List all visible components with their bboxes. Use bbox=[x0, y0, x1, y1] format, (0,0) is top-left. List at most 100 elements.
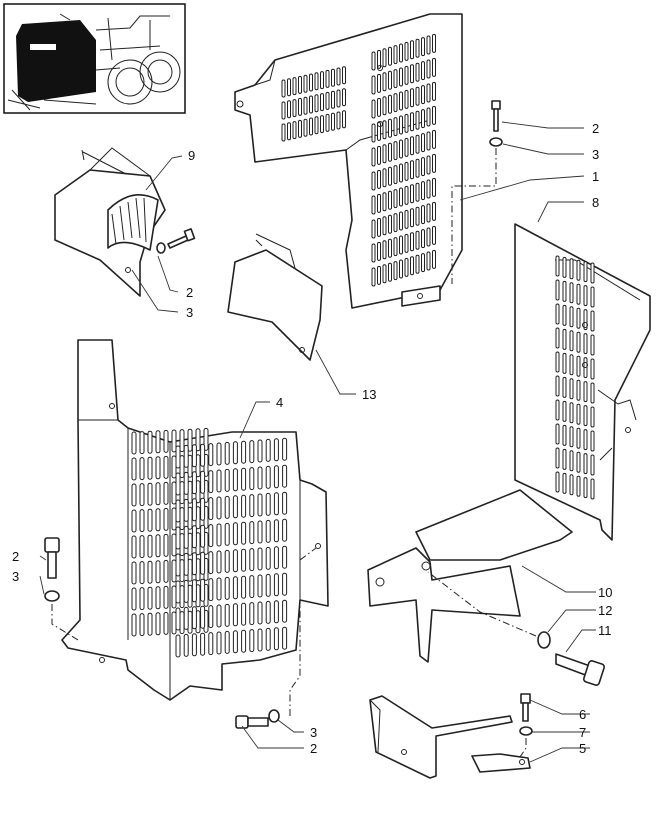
vent-slot bbox=[171, 559, 177, 583]
vent-slot bbox=[171, 585, 177, 609]
vent-slot bbox=[257, 574, 263, 598]
vent-slot bbox=[426, 227, 431, 247]
vent-slot bbox=[216, 496, 222, 520]
vent-slot bbox=[576, 475, 581, 497]
vent-slot bbox=[421, 133, 425, 153]
vent-slot bbox=[342, 66, 346, 85]
vent-slot bbox=[576, 379, 581, 401]
vent-slot bbox=[147, 456, 153, 480]
vent-slot bbox=[404, 185, 409, 205]
vent-slot bbox=[432, 153, 436, 173]
vent-slot bbox=[200, 605, 206, 629]
bolt-washer-near-part-9 bbox=[156, 228, 196, 254]
vent-slot bbox=[232, 495, 238, 519]
vent-slot bbox=[241, 494, 247, 518]
vent-slot bbox=[388, 166, 392, 186]
vent-slot bbox=[208, 551, 214, 575]
vent-slot bbox=[432, 249, 436, 269]
vent-slot bbox=[241, 467, 247, 491]
vent-slot bbox=[336, 89, 341, 108]
vent-slot bbox=[282, 518, 288, 542]
vent-slot bbox=[249, 575, 255, 599]
vent-slot bbox=[583, 477, 588, 499]
vent-slot bbox=[155, 430, 161, 454]
vent-slot bbox=[171, 481, 177, 505]
vent-slot bbox=[183, 552, 189, 576]
vent-slot bbox=[298, 119, 302, 138]
vent-slot bbox=[371, 147, 376, 167]
vent-slot bbox=[382, 216, 387, 236]
vent-slot bbox=[562, 256, 567, 278]
vent-slot bbox=[257, 493, 263, 517]
vent-slot bbox=[426, 251, 431, 271]
vent-slot bbox=[377, 145, 381, 165]
vent-slot bbox=[216, 577, 222, 601]
vent-slot bbox=[191, 633, 197, 657]
vent-slot bbox=[163, 533, 169, 557]
vent-slot bbox=[273, 492, 279, 516]
vent-slot bbox=[200, 632, 206, 656]
vent-slot bbox=[232, 522, 238, 546]
vent-slot bbox=[555, 255, 560, 277]
vent-slot bbox=[399, 43, 403, 63]
vent-slot bbox=[555, 399, 560, 421]
part-9-pipe-shroud bbox=[54, 147, 166, 297]
vent-slot bbox=[131, 613, 137, 637]
vent-slot bbox=[257, 547, 263, 571]
vent-slot bbox=[331, 68, 335, 87]
vent-slot bbox=[273, 546, 279, 570]
vent-slot bbox=[421, 61, 425, 81]
vent-slot bbox=[216, 442, 222, 466]
vent-slot bbox=[187, 428, 193, 452]
vent-slot bbox=[265, 438, 271, 462]
leader-lines bbox=[39, 121, 596, 763]
vent-slot bbox=[421, 109, 425, 129]
callout-2: 2 bbox=[12, 549, 19, 564]
vent-slot bbox=[265, 492, 271, 516]
vent-slot bbox=[179, 533, 185, 557]
vent-slot bbox=[200, 470, 206, 494]
assembly-centerlines bbox=[51, 148, 537, 761]
vent-slot bbox=[404, 161, 409, 181]
vent-slot bbox=[562, 280, 567, 302]
vent-slot bbox=[320, 71, 324, 90]
vent-slot bbox=[382, 48, 387, 68]
vent-slot bbox=[183, 498, 189, 522]
callout-3: 3 bbox=[592, 147, 599, 162]
vent-slot bbox=[583, 285, 588, 307]
vent-slot bbox=[163, 481, 169, 505]
vent-slot bbox=[203, 427, 209, 451]
vent-slot bbox=[432, 105, 436, 125]
vent-slot bbox=[191, 579, 197, 603]
vent-slot bbox=[175, 634, 181, 658]
vent-slot bbox=[183, 579, 189, 603]
vent-slot bbox=[426, 203, 431, 223]
vent-slot bbox=[415, 182, 420, 202]
vent-slot bbox=[415, 230, 420, 250]
vent-slot bbox=[404, 41, 409, 61]
vent-slot bbox=[590, 430, 595, 452]
vent-slot bbox=[410, 160, 414, 180]
vent-slot bbox=[249, 467, 255, 491]
vent-slot bbox=[590, 310, 595, 332]
vent-slot bbox=[257, 439, 263, 463]
callout-10: 10 bbox=[598, 585, 612, 600]
vent-slot bbox=[139, 457, 145, 481]
vent-slot bbox=[232, 576, 238, 600]
vent-slot bbox=[377, 217, 381, 237]
vent-slot bbox=[583, 429, 588, 451]
part-10-bracket bbox=[367, 489, 573, 663]
vent-slot bbox=[265, 546, 271, 570]
vent-slot bbox=[265, 627, 271, 651]
vent-slot bbox=[282, 491, 288, 515]
vent-slot bbox=[179, 429, 185, 453]
part-8-side-grille bbox=[514, 223, 651, 541]
vent-slot bbox=[179, 481, 185, 505]
vent-slot bbox=[569, 306, 574, 328]
callout-9: 9 bbox=[188, 148, 195, 163]
vent-slot bbox=[200, 524, 206, 548]
vent-slot bbox=[171, 429, 177, 453]
vent-slot bbox=[309, 117, 313, 136]
vent-slot bbox=[426, 59, 431, 79]
vent-slot bbox=[179, 611, 185, 635]
